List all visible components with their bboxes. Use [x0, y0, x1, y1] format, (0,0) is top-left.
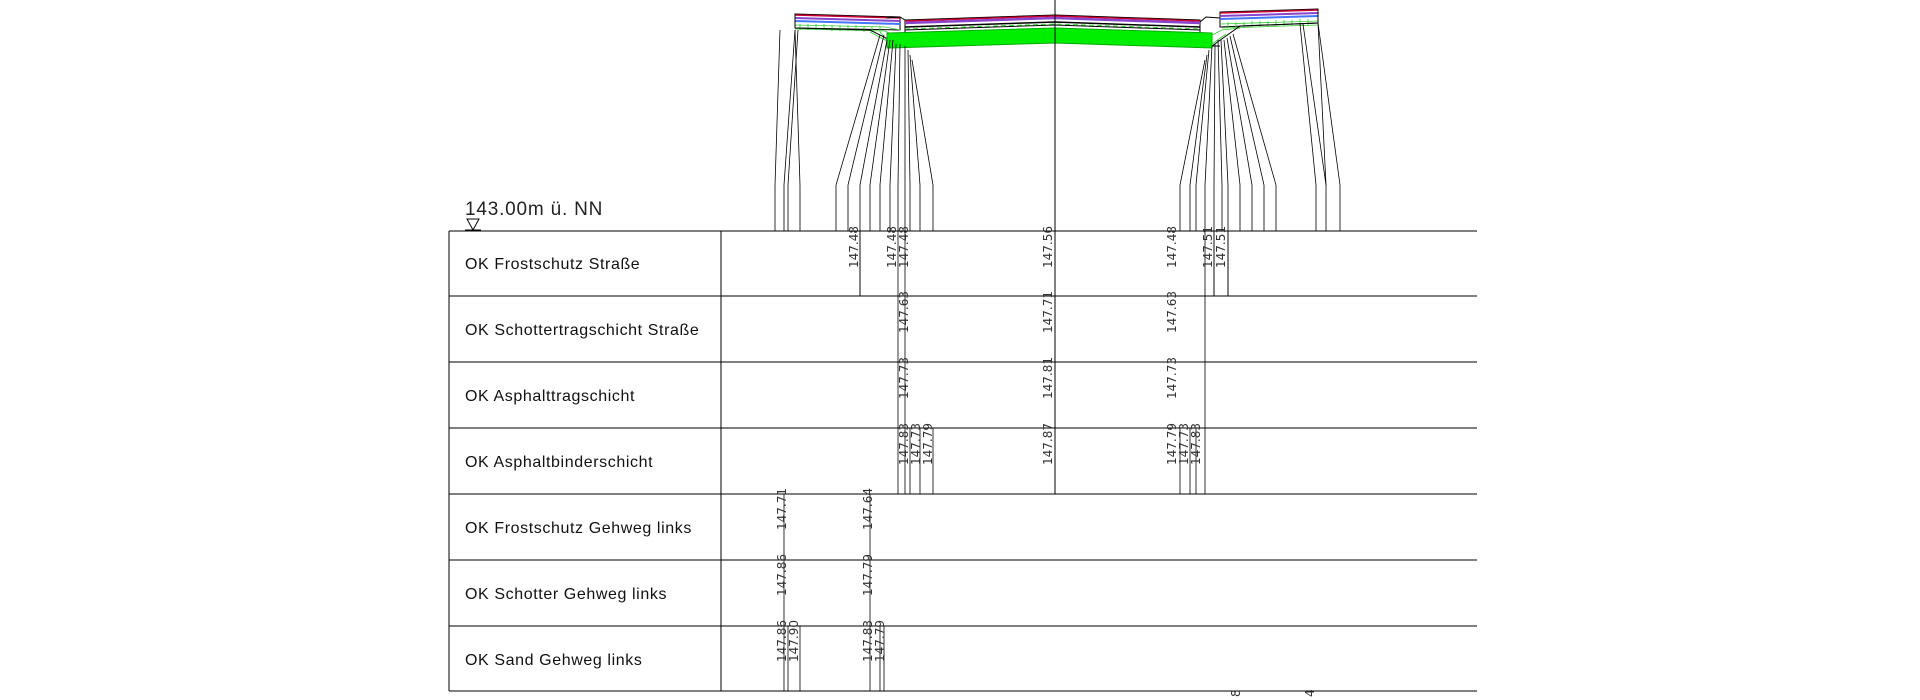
value-label: 147.71	[1041, 291, 1055, 333]
value-label: 147.83	[1189, 423, 1203, 465]
value-label: 147.90	[787, 620, 801, 662]
value-label: 147.79	[1165, 423, 1179, 465]
value-label: 147.87	[1041, 423, 1055, 465]
value-label: 147.73	[1177, 423, 1191, 465]
row-label-asphaltbinderschicht: OK Asphaltbinderschicht	[465, 454, 653, 471]
value-label: 4	[1303, 689, 1317, 697]
value-label: 147.73	[1165, 357, 1179, 399]
reference-level-label: 143.00m ü. NN	[465, 199, 603, 220]
value-label: 147.79	[873, 620, 887, 662]
row-label-sand-gehweg-links: OK Sand Gehweg links	[465, 652, 642, 669]
value-label: 147.63	[1165, 291, 1179, 333]
elevation-band-table: OK Frostschutz Straße OK Schottertragsch…	[448, 226, 1477, 697]
station-lines	[783, 231, 1229, 691]
value-label: 147.86	[775, 620, 789, 662]
level-triangle-icon	[466, 218, 480, 232]
value-label: 8	[1229, 689, 1243, 697]
row-label-schottertragschicht-strasse: OK Schottertragschicht Straße	[465, 322, 699, 339]
value-label: 147.83	[861, 620, 875, 662]
left-sidewalk	[794, 13, 901, 47]
value-label: 147.73	[897, 357, 911, 399]
frostschutz-band	[886, 27, 1213, 49]
value-label: 147.86	[775, 554, 789, 596]
value-label: 147.48	[847, 226, 861, 268]
right-sidewalk	[1209, 8, 1319, 47]
value-label: 147.48	[885, 226, 899, 268]
value-label: 147.51	[1214, 226, 1228, 268]
value-label: 147.51	[1201, 226, 1215, 268]
value-label: 147.79	[921, 423, 935, 465]
row-values: 147.48 147.48 147.48 147.56 147.48 147.5…	[775, 226, 1317, 697]
value-label: 147.56	[1041, 226, 1055, 268]
value-label: 147.48	[897, 226, 911, 268]
value-label: 147.73	[909, 423, 923, 465]
value-label: 147.71	[775, 488, 789, 530]
value-label: 147.79	[861, 554, 875, 596]
road-cross-section	[774, 0, 1341, 494]
row-label-frostschutz-gehweg-links: OK Frostschutz Gehweg links	[465, 520, 692, 537]
value-label: 147.64	[861, 488, 875, 530]
row-label-frostschutz-strasse: OK Frostschutz Straße	[465, 256, 640, 273]
value-label: 147.81	[1041, 357, 1055, 399]
row-label-asphalttragschicht: OK Asphalttragschicht	[465, 388, 635, 405]
value-label: 147.63	[897, 291, 911, 333]
value-label: 147.48	[1165, 226, 1179, 268]
reference-level-marker: 143.00m ü. NN	[465, 199, 603, 232]
row-label-schotter-gehweg-links: OK Schotter Gehweg links	[465, 586, 667, 603]
value-label: 147.83	[897, 423, 911, 465]
